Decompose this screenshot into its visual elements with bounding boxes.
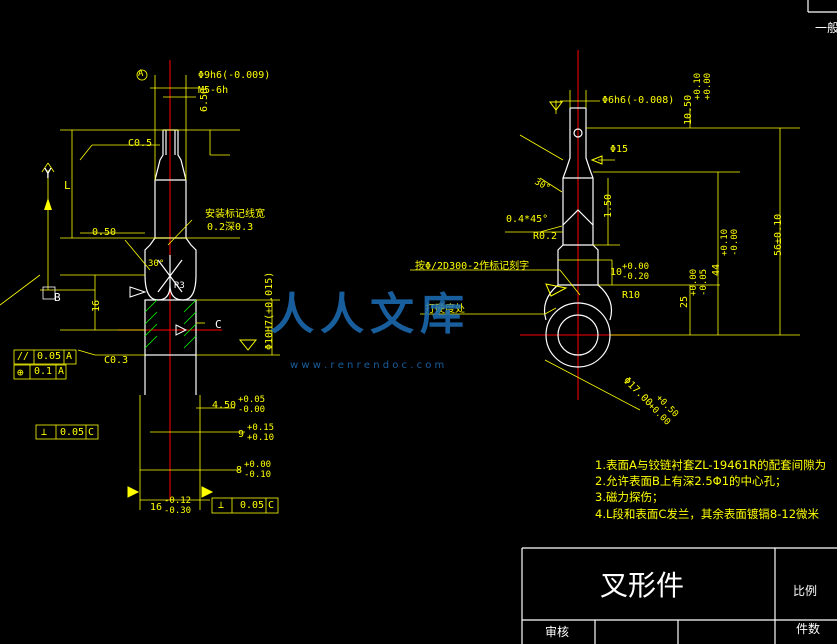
tech-note-4: 4.L段和表面C发兰，其余表面镀镉8-12微米 xyxy=(595,507,820,521)
corner-label: 一般 xyxy=(815,21,837,35)
tol-frame1-value: 0.05 xyxy=(37,351,62,362)
top-dim-lower: +0.00 xyxy=(703,72,713,100)
right-arrows xyxy=(545,101,603,297)
dim-16-label: 16 xyxy=(91,299,102,312)
length-650-label: 6.50 xyxy=(199,87,210,112)
left-tol-frames xyxy=(13,69,279,514)
chamfer-c03-label: C0.3 xyxy=(104,355,129,366)
mark-note-label: 安装标记线宽 xyxy=(205,209,265,220)
dim-16b-upper: -0.12 xyxy=(164,496,192,506)
chamfer-top-label: C0.5 xyxy=(128,138,153,149)
dim-450-label: 4.50 xyxy=(212,400,237,411)
right-shaft-diameter-label: Φ6h6(-0.008) xyxy=(602,95,675,106)
tol-frame4-datum: C xyxy=(268,500,275,511)
dim-9-upper: +0.15 xyxy=(247,423,275,433)
dim-10-label: 10 xyxy=(610,267,623,278)
review-label: 审核 xyxy=(545,625,570,639)
perpendicularity-icon: ⊥ xyxy=(41,427,48,438)
dim-16b-lower: -0.30 xyxy=(164,506,192,516)
polish-note-label: 打硬度处 xyxy=(425,304,465,315)
dim-9-lower: +0.10 xyxy=(247,433,275,443)
dim-16b-label: 16 xyxy=(150,502,163,513)
tol-frame2-value: 0.1 xyxy=(34,366,53,377)
left-hatch xyxy=(144,299,197,349)
tol-frame1-datum: A xyxy=(66,351,73,362)
datum-a-label: A xyxy=(138,69,144,79)
axis-y-label: Y xyxy=(44,167,52,182)
dim-44-lower: -0.00 xyxy=(730,228,740,256)
radius-r02-label: R0.2 xyxy=(533,231,558,242)
tol-frame2-datum: A xyxy=(58,366,65,377)
radius-r10-label: R10 xyxy=(622,290,641,301)
tech-note-3: 3.磁力探伤； xyxy=(595,490,664,504)
scale-label: 比例 xyxy=(793,584,818,598)
tech-note-1: 1.表面A与铰链衬套ZL-19461R的配套间隙为 xyxy=(595,458,827,472)
left-part-outline xyxy=(144,129,197,395)
dim-8-label: 8 xyxy=(236,465,243,476)
tol-frame3-datum: C xyxy=(88,427,95,438)
left-arrows xyxy=(44,198,258,498)
dim-10-lower: -0.20 xyxy=(622,272,650,282)
datum-c-label: C xyxy=(215,318,222,331)
dim-44-label: 44 xyxy=(711,263,722,276)
dim-56-label: 56±0.10 xyxy=(773,213,784,256)
dim-8-upper: +0.00 xyxy=(244,460,272,470)
chamfer-045-label: 0.4*45° xyxy=(506,214,549,225)
position-icon: ⊕ xyxy=(17,366,24,379)
dim-050-label: 0.50 xyxy=(92,227,117,238)
dim-25-lower: -0.05 xyxy=(699,268,709,296)
dim-150-label: 1.50 xyxy=(603,193,614,218)
mark-depth-label: 0.2深0.3 xyxy=(207,222,254,233)
right-part-outline xyxy=(543,107,613,368)
marking-note-label: 按Φ/2D300-2作标记刻字 xyxy=(415,261,530,272)
datum-b-label: B xyxy=(54,291,61,304)
watermark-brand: 人人文库 xyxy=(270,289,470,340)
dim-450-lower: -0.00 xyxy=(238,405,266,415)
dim-450-upper: +0.05 xyxy=(238,395,266,405)
tech-note-2: 2.允许表面B上有深2.5Φ1的中心孔； xyxy=(595,474,787,488)
parallelism-icon: // xyxy=(17,351,30,362)
right-dimension-lines xyxy=(410,90,800,411)
left-dimension-lines xyxy=(0,75,280,510)
perpendicularity-icon-2: ⊥ xyxy=(218,500,225,511)
count-label: 件数 xyxy=(796,622,821,636)
dim-8-lower: -0.10 xyxy=(244,470,272,480)
tol-frame4-value: 0.05 xyxy=(240,500,265,511)
dim-44-upper: +0.10 xyxy=(720,228,730,256)
angle-30-label: 30° xyxy=(148,259,165,269)
dim-25-label: 25 xyxy=(679,295,690,308)
dim-10-upper: +0.00 xyxy=(622,262,650,272)
dim-9-label: 9 xyxy=(238,429,245,440)
shaft-diameter-label: Φ9h6(-0.009) xyxy=(198,70,271,81)
hole-15-label: Φ15 xyxy=(610,144,629,155)
watermark-url: w w w . r e n r e n d o c . c o m xyxy=(290,360,445,371)
dim-25-upper: +0.00 xyxy=(689,268,699,296)
thread-label: M5-6h xyxy=(198,85,229,96)
tol-frame3-value: 0.05 xyxy=(60,427,85,438)
part-name: 叉形件 xyxy=(600,569,685,602)
title-block-frame xyxy=(521,0,837,644)
length-l-label: L xyxy=(64,179,71,192)
top-dim-upper: +0.10 xyxy=(693,72,703,100)
radius-r3-label: R3 xyxy=(174,281,185,291)
